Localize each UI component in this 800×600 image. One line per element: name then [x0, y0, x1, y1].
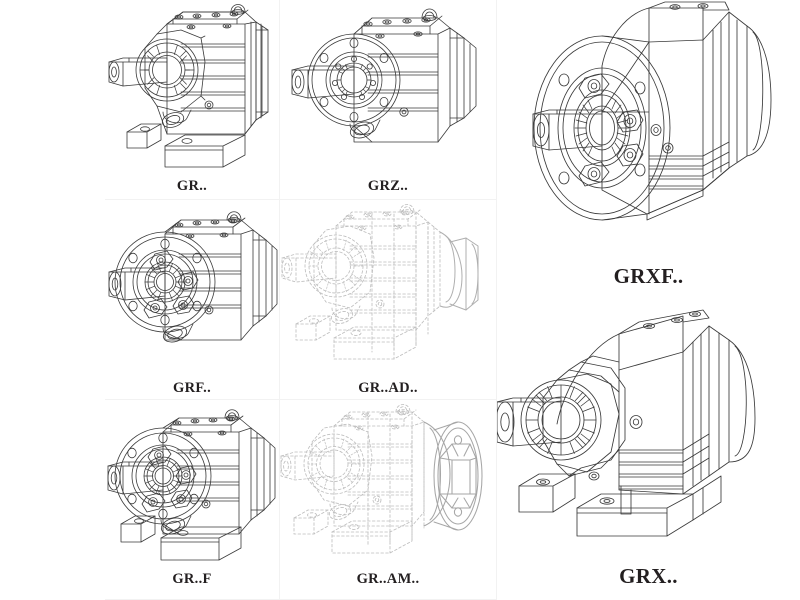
- figure-caption-grz: GRZ..: [367, 178, 409, 194]
- gear-unit-grf-drawing: [108, 211, 278, 343]
- figure-panel-gr-am: GR..AM..: [280, 400, 497, 600]
- figure-caption-gr-ad: GR..AD..: [358, 380, 418, 396]
- gear-unit-grx-drawing: [497, 309, 756, 537]
- figure-panel-gr: GR..: [105, 0, 280, 200]
- figure-caption-gr: GR..: [176, 178, 208, 194]
- gear-unit-gr-drawing: [108, 4, 269, 168]
- gear-unit-grxf-drawing: [532, 1, 772, 221]
- figure-caption-grx: GRX..: [619, 564, 678, 588]
- figure-caption-grxf: GRXF..: [613, 264, 684, 288]
- gear-unit-gr-f-drawing: [107, 409, 276, 561]
- figure-caption-gr-f: GR..F: [172, 571, 212, 587]
- gear-unit-grz-drawing: [291, 8, 477, 143]
- figure-panel-grxf: GRXF..: [497, 0, 800, 300]
- figure-caption-grf: GRF..: [172, 380, 212, 396]
- figure-panel-grz: GRZ..: [280, 0, 497, 200]
- figure-panel-gr-f: GR..F: [105, 400, 280, 600]
- gear-unit-gr-am-drawing: [280, 404, 483, 554]
- figure-panel-gr-ad: GR..AD..: [280, 200, 497, 400]
- figure-panel-grx: GRX..: [497, 300, 800, 600]
- figure-caption-gr-am: GR..AM..: [356, 571, 420, 587]
- figure-panel-grf: GRF..: [105, 200, 280, 400]
- gear-unit-gr-ad-drawing: [281, 204, 479, 360]
